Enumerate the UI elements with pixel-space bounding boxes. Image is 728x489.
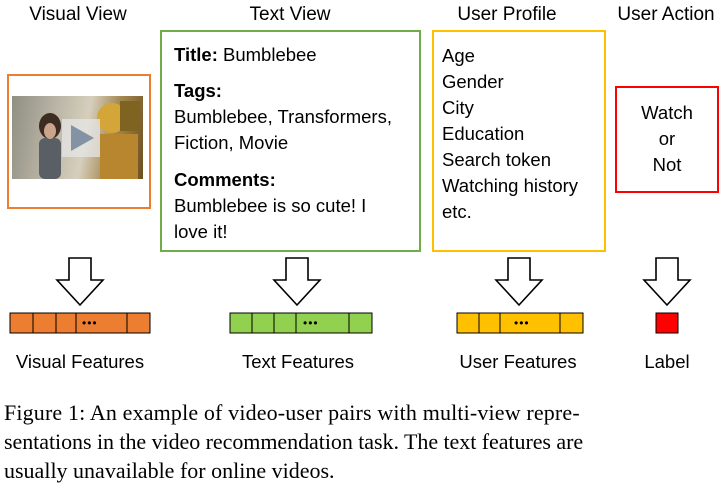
comments-label: Comments:: [174, 169, 276, 190]
user-action-title: User Action: [617, 4, 715, 25]
action-line-watch: Watch: [641, 102, 693, 123]
profile-item-education: Education: [442, 123, 525, 144]
text-view-box: [160, 30, 421, 252]
caption-line-1: Figure 1: An example of video-user pairs…: [4, 400, 580, 425]
title-value: Bumblebee: [223, 44, 317, 65]
text-view-title: Text View: [249, 4, 331, 25]
user-profile-box: [432, 30, 606, 252]
visual-view-title: Visual View: [29, 4, 127, 25]
label-square: [655, 312, 679, 334]
tags-label: Tags:: [174, 80, 222, 101]
profile-item-watching-history: Watching history: [442, 175, 579, 196]
caption-line-2: sentations in the video recommendation t…: [4, 429, 584, 454]
video-thumbnail-image: [39, 101, 140, 179]
user-action-text: Watch or Not: [615, 100, 719, 178]
tags-line-2: Fiction, Movie: [174, 132, 289, 153]
action-line-not: Not: [652, 154, 682, 175]
figure-caption: Figure 1: An example of video-user pairs…: [4, 398, 724, 485]
visual-view-box: [7, 74, 151, 209]
label-caption: Label: [644, 351, 690, 372]
tags-line-1: Bumblebee, Transformers,: [174, 106, 392, 127]
text-view-title-line: Title: Bumblebee: [174, 42, 317, 68]
profile-item-gender: Gender: [442, 71, 504, 92]
comments-line-1: Bumblebee is so cute! I: [174, 195, 367, 216]
title-label: Title:: [174, 44, 218, 65]
action-line-or: or: [658, 128, 676, 149]
text-feature-dots: •••: [303, 316, 319, 330]
down-arrow-text: [272, 257, 322, 307]
text-features-label: Text Features: [241, 351, 355, 372]
visual-feature-vector: [9, 312, 151, 334]
play-icon[interactable]: [12, 96, 143, 179]
profile-item-age: Age: [442, 45, 475, 66]
down-arrow-visual: [55, 257, 105, 307]
user-profile-list: Age Gender City Education Search token W…: [442, 43, 578, 225]
down-arrow-user: [494, 257, 544, 307]
profile-item-search-token: Search token: [442, 149, 552, 170]
user-features-label: User Features: [459, 351, 577, 372]
user-feature-dots: •••: [514, 316, 530, 330]
caption-line-3: usually unavailable for online videos.: [4, 458, 335, 483]
down-arrow-action: [642, 257, 692, 307]
profile-item-city: City: [442, 97, 474, 118]
visual-features-label: Visual Features: [15, 351, 145, 372]
user-action-box: [615, 86, 719, 193]
text-feature-vector: [229, 312, 373, 334]
user-profile-title: User Profile: [457, 4, 557, 25]
comments-line-2: love it!: [174, 221, 228, 242]
video-thumbnail: [12, 96, 143, 179]
visual-feature-dots: •••: [82, 316, 98, 330]
profile-item-etc: etc.: [442, 201, 472, 222]
